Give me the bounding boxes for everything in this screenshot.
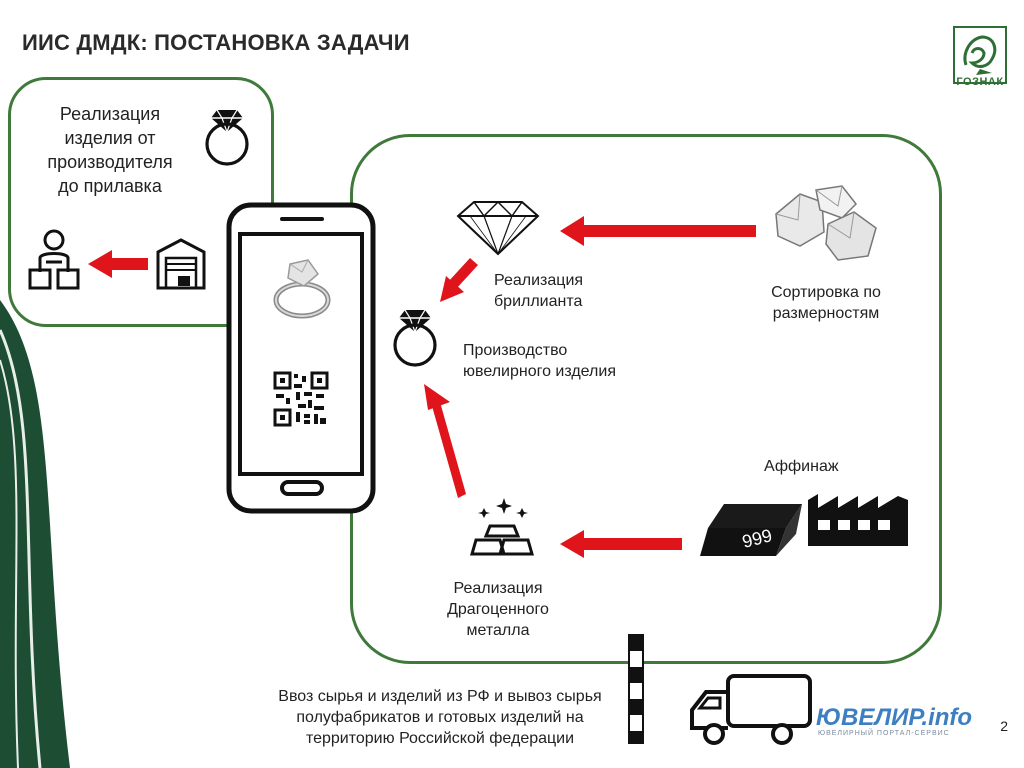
ring-icon: [393, 309, 437, 367]
diamond-sale-label-line: бриллианта: [494, 293, 583, 310]
gold-bars-icon: [470, 498, 534, 556]
arrow-refining-to-metal: [560, 530, 682, 558]
diamond-sale-label: Реализация бриллианта: [494, 270, 583, 312]
sorting-label-line: Сортировка по: [771, 284, 881, 301]
qr-code-icon: [273, 371, 329, 427]
watermark-logo: ЮВЕЛИР.info: [816, 704, 973, 731]
retail-label-line: до прилавка: [58, 176, 162, 196]
gold-bar-icon: 999: [700, 504, 802, 556]
footer-line: Ввоз сырья и изделий из РФ и вывоз сырья: [278, 688, 602, 705]
arrow-metal-to-production: [424, 384, 466, 498]
smartphone-icon: [226, 202, 376, 514]
ring-photo-icon: [273, 259, 331, 319]
courier-icon: [28, 229, 80, 290]
retail-label-line: производителя: [47, 152, 173, 172]
goznak-logo-icon: [953, 26, 1007, 84]
jewelry-production-label-line: Производство: [463, 342, 568, 359]
warehouse-icon: [156, 238, 206, 290]
sorting-label: Сортировка по размерностям: [762, 282, 890, 324]
metal-sale-label-line: металла: [466, 622, 530, 639]
metal-sale-label: Реализация Драгоценного металла: [430, 578, 566, 641]
page-title: ИИС ДМДК: ПОСТАНОВКА ЗАДАЧИ: [22, 30, 410, 55]
jewelry-production-label-line: ювелирного изделия: [463, 363, 616, 380]
footer-line: территорию Российской федерации: [305, 730, 575, 747]
jewelry-production-label: Производство ювелирного изделия: [463, 340, 616, 382]
retail-label-line: Реализация: [59, 104, 161, 124]
arrow-warehouse-to-courier: [88, 250, 148, 278]
truck-icon: [690, 674, 812, 745]
footer-text: Ввоз сырья и изделий из РФ и вывоз сырья…: [250, 686, 630, 749]
footer-line: полуфабрикатов и готовых изделий на: [296, 709, 584, 726]
arrow-diamond-to-production: [440, 258, 478, 302]
rough-diamonds-icon: [775, 185, 877, 261]
ring-icon: [205, 109, 249, 166]
decorative-band: [0, 300, 70, 768]
page-number: 2: [1000, 718, 1008, 734]
sorting-label-line: размерностям: [772, 305, 880, 322]
arrow-sorting-to-diamond: [560, 216, 756, 246]
retail-label-line: изделия от: [64, 128, 156, 148]
diamond-sale-label-line: Реализация: [494, 272, 584, 289]
watermark-tagline: ЮВЕЛИРНЫЙ ПОРТАЛ-СЕРВИС: [818, 730, 950, 737]
refining-label: Аффинаж: [764, 458, 839, 475]
metal-sale-label-line: Драгоценного: [447, 601, 549, 618]
diamond-icon: [456, 200, 540, 256]
border-post-icon: [628, 634, 644, 744]
metal-sale-label-line: Реализация: [453, 580, 543, 597]
goznak-logo-text: ГОЗНАК: [956, 76, 1004, 88]
retail-label: Реализация изделия от производителя до п…: [30, 102, 190, 198]
factory-icon: [808, 494, 908, 546]
